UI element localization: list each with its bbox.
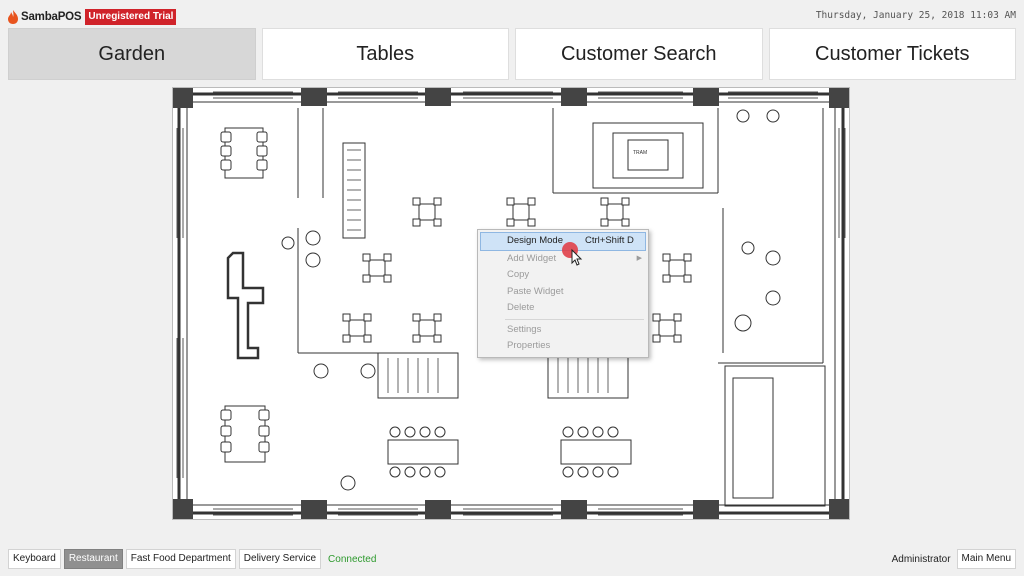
menu-item-properties[interactable]: Properties [478, 338, 648, 355]
keyboard-button[interactable]: Keyboard [8, 549, 61, 569]
menu-separator [505, 318, 644, 320]
restaurant-button[interactable]: Restaurant [63, 549, 123, 569]
menu-item-settings[interactable]: Settings [478, 322, 648, 339]
tram-label: TRAM [633, 150, 647, 156]
menu-item-label: Design Mode [507, 235, 563, 246]
menu-item-label: Settings [507, 323, 542, 335]
tab-tables[interactable]: Tables [261, 28, 509, 80]
fast-food-department-button[interactable]: Fast Food Department [125, 549, 236, 569]
tab-customer-tickets[interactable]: Customer Tickets [768, 28, 1016, 80]
menu-item-label: Delete [507, 302, 535, 313]
tab-garden[interactable]: Garden [8, 28, 256, 80]
menu-item-label: Add Widget [507, 252, 557, 264]
mouse-cursor-icon [562, 242, 583, 266]
datetime: Thursday, January 25, 2018 11:03 AM [815, 10, 1016, 21]
floor-plan-drawing: TRAM [173, 88, 849, 519]
delivery-service-button[interactable]: Delivery Service [238, 549, 322, 569]
menu-item-delete[interactable]: Delete [478, 300, 648, 317]
menu-item-label: Properties [507, 340, 551, 351]
footer-right: Administrator Main Menu [889, 549, 1016, 569]
main-menu-button[interactable]: Main Menu [956, 549, 1016, 569]
flame-icon [8, 9, 18, 24]
app-logo: SambaPOS Unregistered Trial [8, 8, 177, 25]
chevron-right-icon: ▶ [636, 254, 642, 262]
trial-badge: Unregistered Trial [85, 8, 177, 25]
footer-bar: Keyboard Restaurant Fast Food Department… [8, 549, 376, 569]
menu-item-copy[interactable]: Copy [478, 267, 648, 284]
entity-screen-tabs: Garden Tables Customer Search Customer T… [8, 28, 1016, 80]
app-name: SambaPOS [21, 10, 82, 23]
current-user: Administrator [891, 553, 951, 565]
menu-item-label: Paste Widget [507, 285, 564, 297]
menu-item-paste-widget[interactable]: Paste Widget [478, 284, 648, 301]
menu-item-shortcut: Ctrl+Shift D [585, 235, 634, 246]
floor-plan[interactable]: TRAM [172, 87, 850, 520]
menu-item-add-widget[interactable]: Add Widget ▶ [478, 251, 648, 268]
connection-status: Connected [328, 553, 377, 565]
tab-customer-search[interactable]: Customer Search [515, 28, 763, 80]
menu-item-label: Copy [507, 269, 530, 280]
